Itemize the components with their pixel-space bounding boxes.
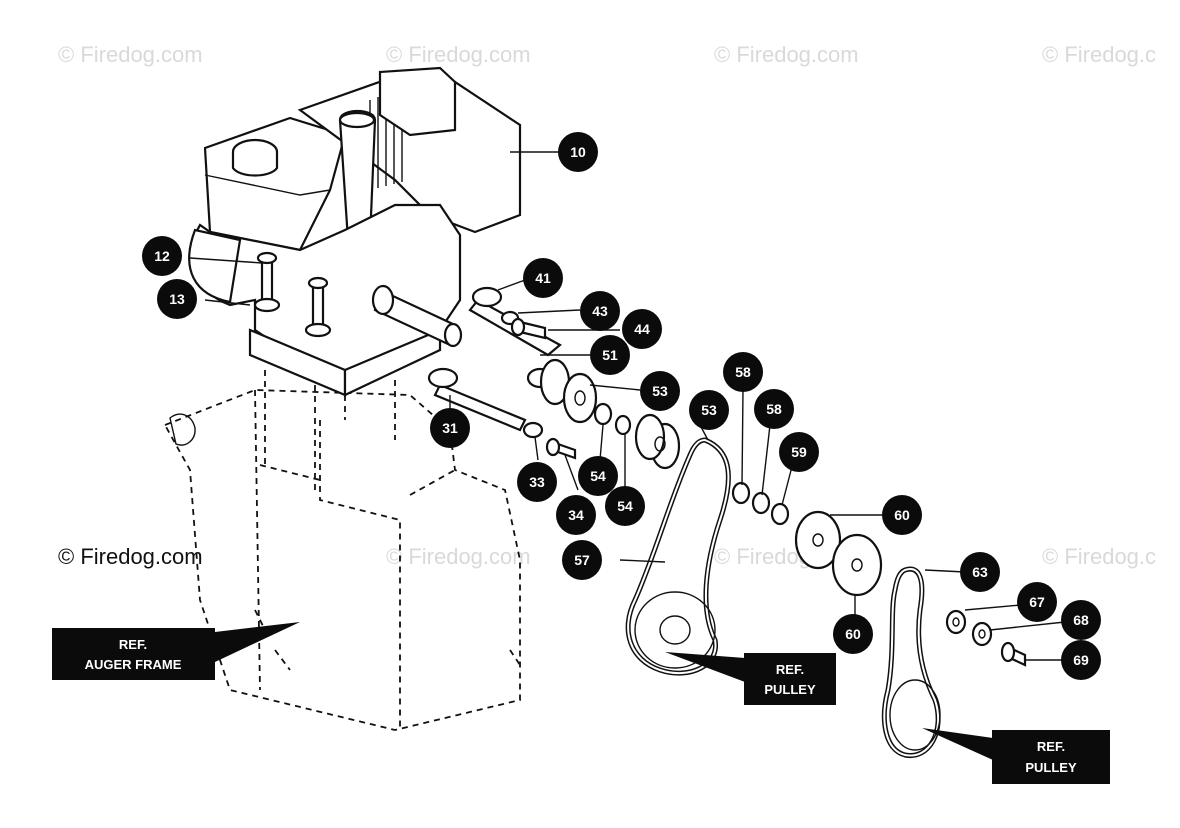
callout-label: 59 <box>791 444 807 460</box>
callout-60: 60 <box>833 614 873 654</box>
callout-13: 13 <box>157 279 197 319</box>
watermark: © Firedog.com <box>58 544 203 569</box>
leader-lines <box>189 151 1066 661</box>
callout-59: 59 <box>779 432 819 472</box>
callout-label: 57 <box>574 552 590 568</box>
ref-label: PULLEY <box>1025 760 1077 775</box>
callout-label: 51 <box>602 347 618 363</box>
callout-31: 31 <box>430 408 470 448</box>
callout-34: 34 <box>556 495 596 535</box>
callout-54: 54 <box>605 486 645 526</box>
callout-68: 68 <box>1061 600 1101 640</box>
callout-label: 53 <box>652 383 668 399</box>
callout-label: 54 <box>590 468 606 484</box>
end-hardware <box>945 609 1027 667</box>
callout-53: 53 <box>640 371 680 411</box>
callout-label: 34 <box>568 507 584 523</box>
watermark: © Firedog.com <box>58 42 203 67</box>
callout-67: 67 <box>1017 582 1057 622</box>
callout-label: 69 <box>1073 652 1089 668</box>
callout-label: 41 <box>535 270 551 286</box>
callout-label: 13 <box>169 291 185 307</box>
callout-44: 44 <box>622 309 662 349</box>
belt-63 <box>881 566 941 758</box>
callout-label: 10 <box>570 144 586 160</box>
callout-53: 53 <box>689 390 729 430</box>
callout-57: 57 <box>562 540 602 580</box>
auger-frame <box>163 389 521 731</box>
callout-label: 60 <box>894 507 910 523</box>
callout-label: 43 <box>592 303 608 319</box>
callout-58: 58 <box>754 389 794 429</box>
watermark: © Firedog.com <box>714 42 859 67</box>
callout-69: 69 <box>1061 640 1101 680</box>
callout-10: 10 <box>558 132 598 172</box>
spacers-and-plates <box>731 481 883 597</box>
callout-60: 60 <box>882 495 922 535</box>
ref-label: REF. <box>119 637 147 652</box>
watermark: © Firedog.c <box>1042 544 1156 569</box>
callout-label: 67 <box>1029 594 1045 610</box>
callout-label: 44 <box>634 321 650 337</box>
callout-58: 58 <box>723 352 763 392</box>
watermark: © Firedog.c <box>1042 42 1156 67</box>
callout-label: 53 <box>701 402 717 418</box>
callouts: 10 12 13 41 43 44 51 53 53 31 33 34 54 5… <box>142 132 1101 680</box>
engine <box>188 66 522 495</box>
callout-41: 41 <box>523 258 563 298</box>
callout-43: 43 <box>580 291 620 331</box>
watermark: © Firedog.com <box>386 42 531 67</box>
belt-57 <box>625 437 731 676</box>
callout-33: 33 <box>517 462 557 502</box>
callout-label: 68 <box>1073 612 1089 628</box>
callout-label: 60 <box>845 626 861 642</box>
watermark: © Firedog.com <box>386 544 531 569</box>
callout-54: 54 <box>578 456 618 496</box>
callout-12: 12 <box>142 236 182 276</box>
callout-label: 12 <box>154 248 170 264</box>
callout-63: 63 <box>960 552 1000 592</box>
watermarks: © Firedog.com © Firedog.com © Firedog.co… <box>58 42 1156 569</box>
callout-51: 51 <box>590 335 630 375</box>
callout-label: 54 <box>617 498 633 514</box>
callout-label: 33 <box>529 474 545 490</box>
ref-label: PULLEY <box>764 682 816 697</box>
ref-label: REF. <box>1037 739 1065 754</box>
callout-label: 58 <box>735 364 751 380</box>
hardware <box>500 310 577 460</box>
callout-label: 31 <box>442 420 458 436</box>
callout-label: 63 <box>972 564 988 580</box>
ref-pulley-1: REF. PULLEY <box>665 652 836 705</box>
ref-label: REF. <box>776 662 804 677</box>
pulleys <box>539 358 681 470</box>
ref-auger-frame: REF. AUGER FRAME <box>52 622 300 680</box>
ref-pulley-2: REF. PULLEY <box>922 728 1110 784</box>
ref-label: AUGER FRAME <box>85 657 182 672</box>
callout-label: 58 <box>766 401 782 417</box>
